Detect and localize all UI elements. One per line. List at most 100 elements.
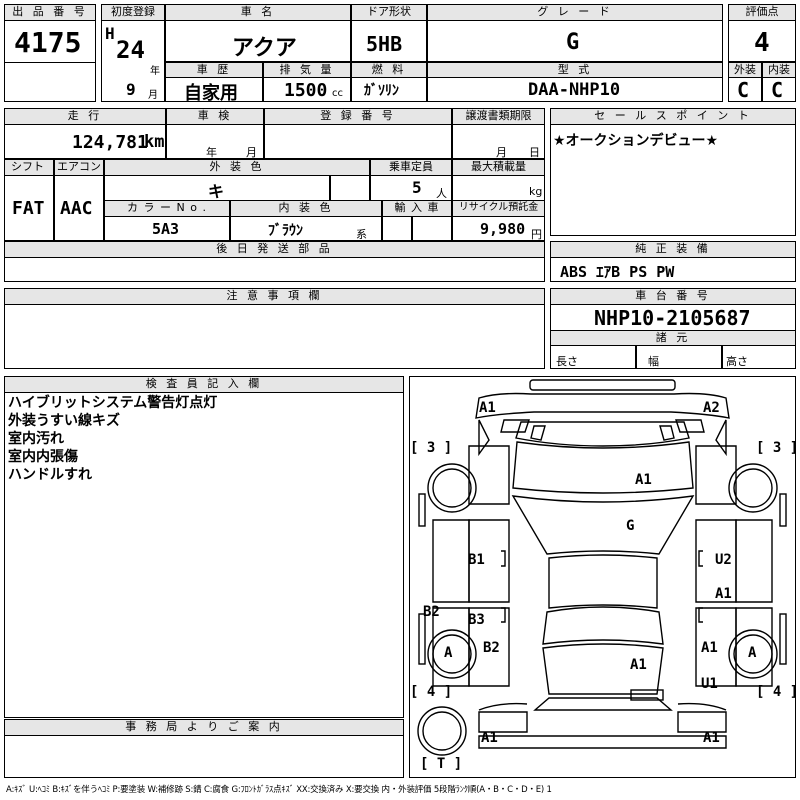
specs-width: 幅 bbox=[648, 355, 659, 368]
car-name-box bbox=[165, 20, 351, 62]
recycle-unit: 円 bbox=[531, 228, 542, 241]
recycle-box bbox=[452, 216, 545, 241]
mileage-label: 走 行 bbox=[4, 108, 166, 125]
exterior-color-label: 外 装 色 bbox=[104, 159, 370, 176]
mark-right-rear-lower: U1 bbox=[701, 676, 718, 692]
max-load-unit: kg bbox=[529, 185, 543, 198]
legend: A:ｷｽﾞ U:ﾍｺﾐ B:ｷｽﾞを伴うﾍｺﾐ P:要塗装 W:補修跡 S:錆 … bbox=[6, 785, 552, 795]
door-box bbox=[351, 20, 427, 62]
sales-point: ★オークションデビュー★ bbox=[553, 133, 719, 149]
inspector-note: ハイブリットシステム警告灯点灯 bbox=[8, 395, 218, 411]
chassis-number: NHP10-2105687 bbox=[594, 306, 751, 330]
fuel-label: 燃 料 bbox=[351, 62, 427, 78]
inspector-box bbox=[4, 392, 404, 718]
displacement-box bbox=[263, 77, 351, 102]
tire-count-front-right: [ 3 ] bbox=[756, 440, 799, 456]
specs-width-box bbox=[636, 345, 722, 369]
car-name: アクア bbox=[232, 36, 297, 61]
capacity-unit: 人 bbox=[436, 187, 447, 200]
inspection-label: 車 検 bbox=[166, 108, 264, 125]
tire-count-spare: [ T ] bbox=[420, 756, 463, 772]
car-outline bbox=[418, 379, 787, 749]
specs-height-box bbox=[722, 345, 796, 369]
displacement-unit: cc bbox=[332, 88, 343, 99]
chassis-label: 車 台 番 号 bbox=[550, 288, 796, 305]
car-diagram-frame bbox=[409, 376, 796, 778]
mileage-box bbox=[4, 124, 166, 159]
exterior-grade-label: 外装 bbox=[728, 62, 762, 78]
sales-point-box bbox=[550, 124, 796, 236]
door-label: ドア形状 bbox=[351, 4, 427, 21]
specs-label: 諸 元 bbox=[550, 330, 796, 346]
sales-point-label: セ ー ル ス ポ イ ン ト bbox=[550, 108, 796, 125]
mark-right-front-door: U2 bbox=[715, 552, 732, 568]
inspector-note: 外装うすい線キズ bbox=[8, 413, 120, 429]
first-reg-box bbox=[101, 20, 165, 102]
mileage-unit: km bbox=[144, 132, 165, 152]
fuel: ｶﾞｿﾘﾝ bbox=[364, 83, 399, 99]
interior-color-label: 内 装 色 bbox=[230, 200, 382, 217]
grade: G bbox=[566, 30, 580, 55]
score: 4 bbox=[754, 28, 770, 58]
shift-box bbox=[4, 175, 54, 241]
color-no-label: カ ラ ー N o . bbox=[104, 200, 230, 217]
inspection-year-unit: 年 bbox=[206, 146, 217, 159]
first-reg-year-unit: 年 bbox=[150, 66, 160, 77]
aircon: AAC bbox=[60, 198, 93, 219]
exterior-grade-box bbox=[728, 77, 762, 102]
first-reg-year: 24 bbox=[116, 36, 145, 64]
later-parts-box bbox=[4, 257, 545, 282]
mark-right-front-door-lower: A1 bbox=[715, 586, 732, 602]
mileage: 124,781 bbox=[72, 132, 148, 153]
mark-left-rear-quarter: B2 bbox=[483, 640, 500, 656]
score-box bbox=[728, 20, 796, 62]
grade-label: グ レ ー ド bbox=[427, 4, 723, 21]
aircon-box bbox=[54, 175, 104, 241]
exterior-color-extra bbox=[330, 175, 370, 201]
inspector-note: 室内内張傷 bbox=[8, 449, 78, 465]
color-no: 5A3 bbox=[152, 220, 180, 238]
transfer-box bbox=[452, 124, 545, 159]
model-box bbox=[427, 77, 723, 102]
import-box bbox=[382, 216, 412, 241]
registration-label: 登 録 番 号 bbox=[264, 108, 452, 125]
mark-left-front-fender: B2 bbox=[423, 604, 440, 620]
caution-label: 注 意 事 項 欄 bbox=[4, 288, 545, 305]
max-load-label: 最大積載量 bbox=[452, 159, 545, 176]
transfer-label: 譲渡書類期限 bbox=[452, 108, 545, 125]
shift: FAT bbox=[12, 198, 45, 219]
office-label: 事 務 局 よ り ご 案 内 bbox=[4, 719, 404, 736]
tire-count-rear-left: [ 4 ] bbox=[410, 684, 453, 700]
model: DAA-NHP10 bbox=[528, 80, 621, 100]
tires bbox=[417, 463, 778, 756]
color-no-box bbox=[104, 216, 230, 241]
mark-left-rear-door: B3 bbox=[468, 612, 485, 628]
mark-rear-right: A1 bbox=[703, 730, 720, 746]
first-reg-era: H bbox=[105, 24, 115, 43]
lot-number: 4175 bbox=[14, 26, 82, 59]
exterior-color: キ bbox=[208, 182, 225, 201]
mark-hood: A1 bbox=[635, 472, 652, 488]
tire-count-front-left: [ 3 ] bbox=[410, 440, 453, 456]
interior-color-unit: 系 bbox=[356, 228, 367, 241]
car-name-label: 車 名 bbox=[165, 4, 351, 21]
interior-grade-label: 内装 bbox=[762, 62, 796, 78]
inspection-box bbox=[166, 124, 264, 159]
interior-grade-box bbox=[762, 77, 796, 102]
genuine-equipment-label: 純 正 装 備 bbox=[550, 241, 796, 258]
interior-grade: C bbox=[771, 78, 784, 102]
car-diagram-svg bbox=[417, 379, 787, 756]
lot-divider bbox=[4, 62, 96, 63]
specs-length: 長さ bbox=[556, 355, 578, 368]
mark-right-rear-quarter: A1 bbox=[701, 640, 718, 656]
first-reg-month-unit: 月 bbox=[148, 90, 158, 101]
mark-rear-left: A1 bbox=[481, 730, 498, 746]
capacity-label: 乗車定員 bbox=[370, 159, 452, 176]
mark-front-right: A2 bbox=[703, 400, 720, 416]
mark-windshield: G bbox=[626, 518, 635, 534]
shift-label: シフト bbox=[4, 159, 54, 176]
caution-box bbox=[4, 304, 545, 369]
lot-label: 出 品 番 号 bbox=[4, 4, 96, 21]
interior-color-box bbox=[230, 216, 382, 241]
transfer-month-unit: 月 bbox=[496, 146, 507, 159]
